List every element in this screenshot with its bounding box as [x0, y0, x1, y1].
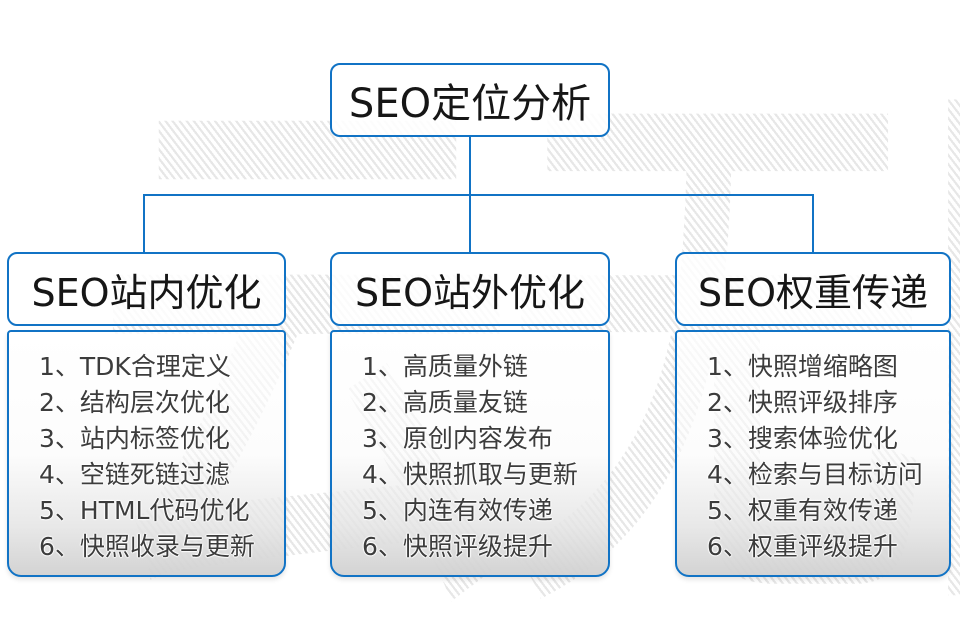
- root-node-seo-positioning: SEO定位分析: [330, 63, 610, 137]
- branch-header-weight-title: SEO权重传递: [697, 270, 929, 315]
- connector-drop-right: [812, 194, 814, 254]
- list-item: 3、原创内容发布: [362, 424, 553, 453]
- branch-list-weight: 1、快照增缩略图 2、快照评级排序 3、搜索体验优化 4、检索与目标访问 5、权…: [675, 330, 951, 577]
- branch-list-onsite: 1、TDK合理定义 2、结构层次优化 3、站内标签优化 4、空链死链过滤 5、H…: [7, 330, 286, 577]
- list-item: 3、站内标签优化: [39, 424, 230, 453]
- branch-list-offsite: 1、高质量外链 2、高质量友链 3、原创内容发布 4、快照抓取与更新 5、内连有…: [330, 330, 610, 577]
- connector-drop-center: [469, 194, 471, 254]
- list-item: 6、快照收录与更新: [39, 532, 255, 561]
- list-item: 1、TDK合理定义: [39, 352, 231, 381]
- branch-header-weight: SEO权重传递: [675, 252, 951, 326]
- list-item: 1、高质量外链: [362, 352, 528, 381]
- list-item: 6、快照评级提升: [362, 532, 553, 561]
- list-item: 1、快照增缩略图: [707, 352, 898, 381]
- branch-header-onsite: SEO站内优化: [7, 252, 286, 326]
- root-node-title: SEO定位分析: [348, 81, 592, 127]
- branch-header-onsite-title: SEO站内优化: [31, 270, 262, 315]
- list-item: 6、权重评级提升: [707, 532, 898, 561]
- list-item: 4、快照抓取与更新: [362, 460, 578, 489]
- connector-drop-left: [143, 194, 145, 254]
- branch-header-offsite-title: SEO站外优化: [354, 270, 586, 315]
- connector-root-stem: [469, 135, 471, 196]
- list-item: 2、高质量友链: [362, 388, 528, 417]
- connector-horizontal-bar: [143, 194, 814, 196]
- list-item: 3、搜索体验优化: [707, 424, 898, 453]
- list-item: 5、权重有效传递: [707, 496, 898, 525]
- branch-header-offsite: SEO站外优化: [330, 252, 610, 326]
- list-item: 2、结构层次优化: [39, 388, 230, 417]
- list-item: 4、空链死链过滤: [39, 460, 230, 489]
- list-item: 4、检索与目标访问: [707, 460, 923, 489]
- list-item: 2、快照评级排序: [707, 388, 898, 417]
- list-item: 5、HTML代码优化: [39, 496, 250, 525]
- list-item: 5、内连有效传递: [362, 496, 553, 525]
